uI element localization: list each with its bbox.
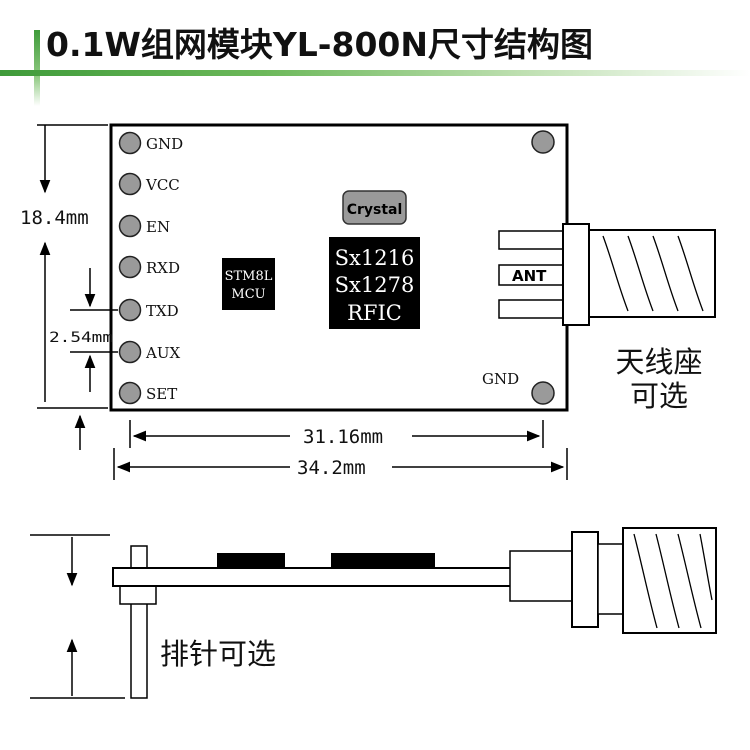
hole-span-dimension	[129, 420, 544, 448]
side-height-dimension	[30, 534, 125, 699]
pad-txd	[118, 298, 142, 322]
rfic-label-line3: RFIC	[347, 301, 402, 325]
pin-label-gnd: GND	[146, 135, 183, 153]
header-spacer	[119, 585, 157, 605]
mcu-label-line2: MCU	[231, 287, 265, 302]
side-pcb	[112, 567, 573, 587]
pad-rxd	[118, 255, 142, 279]
pin-label-vcc: VCC	[145, 176, 180, 194]
side-antenna-collar	[597, 543, 624, 615]
rfic-label-line2: Sx1278	[335, 273, 415, 297]
pitch-value: 2.54mm	[49, 330, 113, 346]
pitch-dimension	[70, 268, 118, 392]
pin-label-set: SET	[146, 385, 177, 403]
width-dimension	[113, 448, 568, 480]
pin-pads	[118, 131, 142, 405]
pin-label-en: EN	[146, 218, 170, 236]
width-value: 34.2mm	[297, 457, 366, 479]
pad-vcc	[118, 172, 142, 196]
side-view	[112, 527, 717, 699]
side-mcu-chip	[217, 553, 285, 568]
title-accent-bar	[0, 70, 750, 76]
side-rfic-chip	[331, 553, 435, 568]
pad-en	[118, 214, 142, 238]
mounting-hole-top	[531, 130, 555, 154]
page-title: 0.1W组网模块YL-800N尺寸结构图	[46, 25, 593, 64]
antenna-connector-top	[498, 223, 716, 326]
height-value: 18.4mm	[20, 207, 89, 229]
side-antenna-nut	[571, 531, 599, 628]
antenna-note-line2: 可选	[630, 379, 688, 413]
rfic-chip	[329, 237, 420, 329]
pin-label-rxd: RXD	[146, 259, 180, 277]
gnd-right-label: GND	[482, 370, 519, 388]
hole-span-value: 31.16mm	[303, 426, 383, 448]
pad-aux	[118, 340, 142, 364]
pin-label-txd: TXD	[146, 302, 179, 320]
height-dimension	[37, 124, 108, 409]
rfic-label-line1: Sx1216	[335, 246, 415, 270]
header-pins-note: 排针可选	[160, 637, 276, 671]
pad-gnd	[118, 131, 142, 155]
side-antenna-thread	[622, 527, 717, 634]
pad-set	[118, 381, 142, 405]
antenna-note-line1: 天线座	[615, 345, 702, 379]
mounting-hole-bottom	[531, 381, 555, 405]
crystal-label: Crystal	[347, 202, 403, 218]
ant-label: ANT	[512, 267, 547, 285]
pin-label-aux: AUX	[145, 344, 180, 362]
mcu-chip	[222, 258, 275, 310]
crystal-component	[342, 190, 407, 225]
title-accent-vertical	[34, 30, 40, 106]
mcu-label-line1: STM8L	[225, 269, 273, 284]
side-antenna-base	[509, 550, 573, 602]
pin-labels: GND VCC EN RXD TXD AUX SET	[145, 135, 183, 403]
